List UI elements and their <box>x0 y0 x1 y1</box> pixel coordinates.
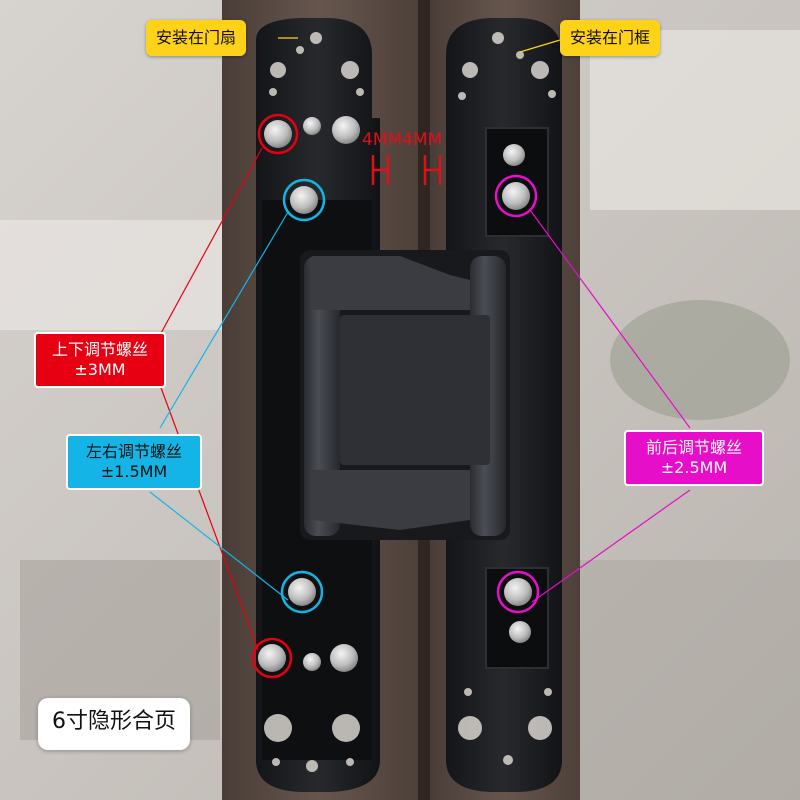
product-name-text: 6寸隐形合页 <box>52 709 176 734</box>
lateral-adjust-range: ±1.5MM <box>100 462 168 481</box>
depth-adjust-range: ±2.5MM <box>660 458 728 477</box>
vertical-adjust-screws <box>251 113 299 679</box>
lateral-adjust-title: 左右调节螺丝 <box>85 442 182 461</box>
door-frame-install-text: 安装在门框 <box>570 28 651 47</box>
door-leaf-install-text: 安装在门扇 <box>156 28 237 47</box>
lateral-adjust-callout: 左右调节螺丝 ±1.5MM <box>66 434 202 490</box>
product-name-badge: 6寸隐形合页 <box>38 698 190 750</box>
depth-adjust-title: 前后调节螺丝 <box>645 438 742 457</box>
vertical-adjust-range: ±3MM <box>74 360 126 379</box>
hinge-knuckle <box>300 250 510 540</box>
door-leaf-install-label: 安装在门扇 <box>146 20 247 56</box>
door-frame-install-label: 安装在门框 <box>560 20 661 56</box>
vertical-adjust-title: 上下调节螺丝 <box>51 340 148 359</box>
vertical-adjust-callout: 上下调节螺丝 ±3MM <box>34 332 166 388</box>
gap-measure-marks <box>371 155 442 185</box>
depth-adjust-callout: 前后调节螺丝 ±2.5MM <box>624 430 764 486</box>
depth-adjust-screws <box>494 174 540 614</box>
lateral-adjust-screws <box>280 178 326 614</box>
gap-measure-label: 4MM4MM <box>362 130 443 150</box>
